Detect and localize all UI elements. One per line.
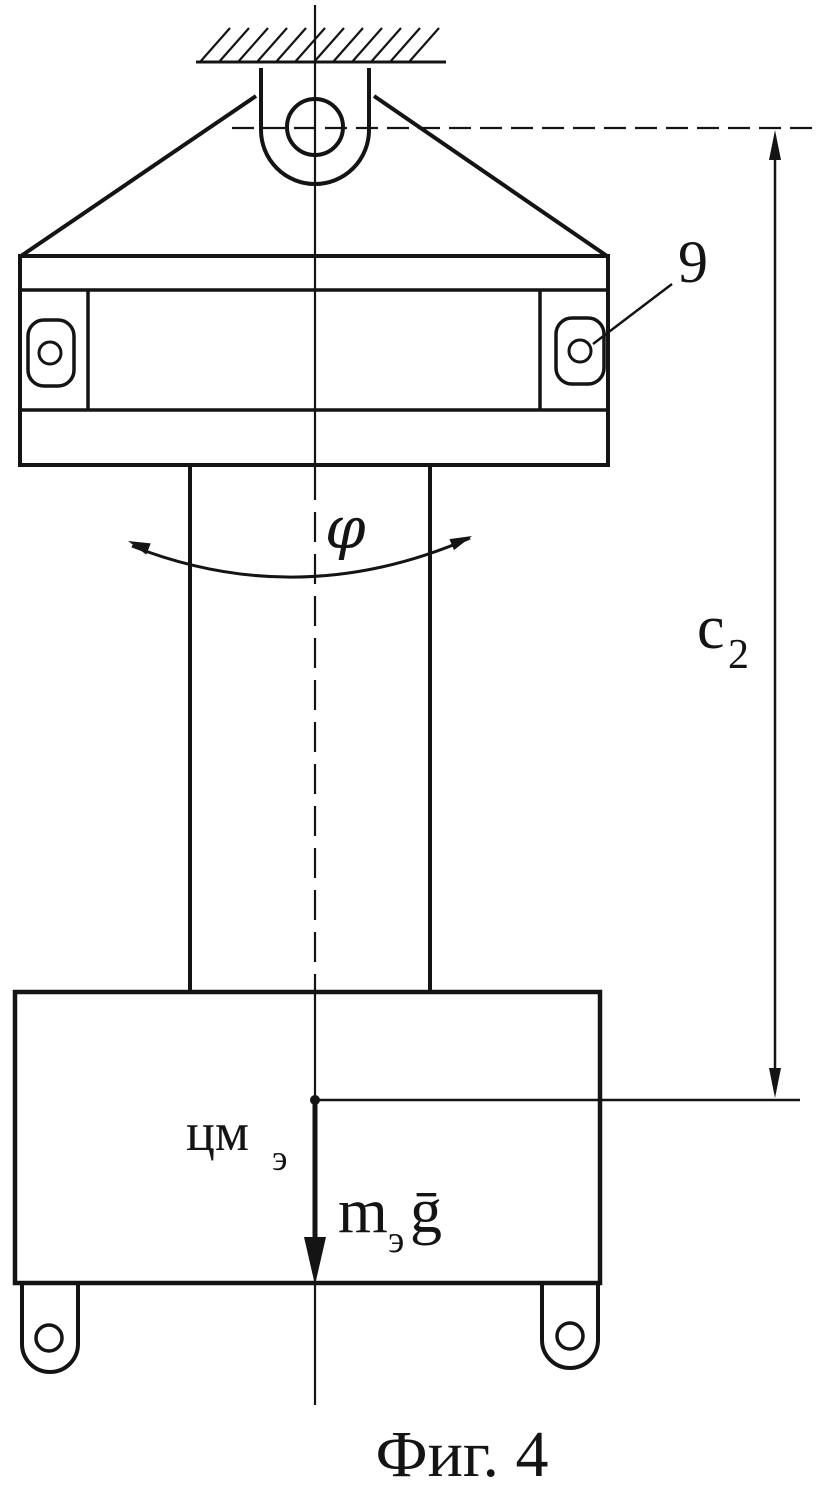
part-9-label: 9 <box>678 229 708 295</box>
phi-label: φ <box>325 494 366 562</box>
right-lug <box>540 1283 600 1370</box>
pendulum-column <box>188 465 432 992</box>
right-bracket-hole <box>567 338 593 364</box>
part-9-leader-line <box>592 283 673 345</box>
arc-arrow-right <box>449 536 472 551</box>
swing-angle-arc <box>128 536 472 579</box>
mass-block <box>12 989 603 1286</box>
right-lug-hole <box>555 1321 585 1351</box>
gravity-force-arrow <box>304 1100 326 1285</box>
left-bracket-hole <box>37 340 63 366</box>
left-lug-hole <box>34 1323 64 1353</box>
left-bracket <box>26 318 76 388</box>
dim-label-sub: 2 <box>728 632 749 678</box>
dim-arrow-bottom <box>769 1068 781 1098</box>
right-bracket <box>554 316 606 386</box>
bottom-lugs <box>20 1283 600 1374</box>
trapezoid-hanger <box>19 94 609 258</box>
upper-frame <box>18 254 610 467</box>
ceiling-hatching <box>196 27 446 64</box>
cm-label-sub: э <box>272 1138 287 1178</box>
arc-arrow-left <box>128 541 151 555</box>
force-label-sub: э <box>388 1219 404 1261</box>
cm-label-main: цм <box>186 1102 249 1162</box>
dim-label-main: c <box>697 594 725 662</box>
dimension-c2 <box>232 126 812 1102</box>
force-label-g: ḡ <box>410 1175 442 1246</box>
force-arrowhead <box>304 1237 326 1285</box>
figure-caption: Фиг. 4 <box>375 1418 548 1490</box>
force-label-m: m <box>338 1175 388 1246</box>
left-lug <box>20 1283 80 1374</box>
dim-arrow-top <box>769 130 781 160</box>
